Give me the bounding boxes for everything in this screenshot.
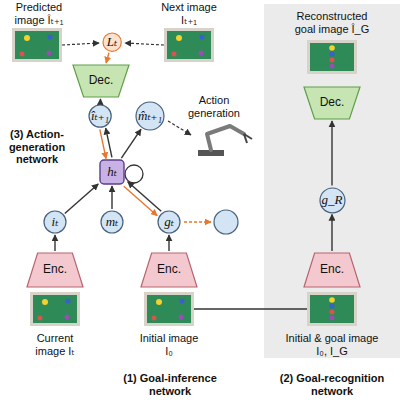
dashed-arrow <box>125 43 164 45</box>
box-outline <box>100 160 124 184</box>
circle-outline <box>44 211 66 233</box>
latent-circle: gₜ <box>157 210 181 234</box>
goal-image <box>307 292 357 326</box>
connector <box>121 129 141 158</box>
robot-link <box>207 126 244 150</box>
image-caption: Next image Iₜ₊₁ <box>152 1 226 26</box>
connector <box>124 186 157 215</box>
robot-gripper <box>244 134 252 139</box>
connector <box>106 128 112 157</box>
dashed-arrow <box>168 121 191 135</box>
connector <box>128 182 161 211</box>
loss-circle: Lₜ <box>102 32 122 52</box>
trapezoid-outline <box>73 65 129 97</box>
latent-circle: mₜ <box>100 210 124 234</box>
connector <box>100 99 102 103</box>
connector <box>106 53 109 63</box>
network-title: (3) Action-generation network <box>2 128 72 166</box>
image-caption: Initial & goal image I₀, I_G <box>282 332 382 357</box>
hidden-state-box: hₜ <box>99 159 125 185</box>
connector <box>111 186 112 209</box>
encoder-block: Enc. <box>140 252 198 288</box>
image-caption: Predicted image Îₜ₊₁ <box>2 1 76 26</box>
trapezoid-outline <box>141 253 197 287</box>
latent-circle <box>214 210 238 234</box>
circle-outline <box>101 211 123 233</box>
dashed-arrow <box>184 221 211 222</box>
next-image <box>164 28 214 62</box>
shared-input-line <box>194 308 307 309</box>
predicted-image <box>12 28 62 62</box>
decoder-block: Dec. <box>72 64 130 98</box>
node-label: gₜ <box>164 215 174 229</box>
node-label: Lₜ <box>107 35 117 49</box>
circle-outline <box>320 188 345 213</box>
node-label: g_R <box>322 193 343 207</box>
node-label: Enc. <box>43 263 67 276</box>
node-label: Dec. <box>320 96 345 109</box>
circle-outline <box>103 33 121 51</box>
connector <box>331 214 332 251</box>
annotation: Action generation <box>178 94 250 119</box>
dashed-arrow <box>62 43 99 45</box>
node-label: îₜ₊₁ <box>91 109 109 123</box>
node-label: Enc. <box>157 263 181 276</box>
latent-circle: îₜ₊₁ <box>88 104 112 128</box>
node-label: m̂ₜ₊₁ <box>138 109 162 123</box>
connector <box>54 235 55 251</box>
connector <box>168 235 169 251</box>
node-label: iₜ <box>52 215 59 229</box>
initial-image <box>144 292 194 326</box>
current-image <box>30 292 80 326</box>
network-title: (2) Goal-recognition network <box>262 372 402 397</box>
node-label: hₜ <box>107 165 117 179</box>
node-label: Enc. <box>320 263 344 276</box>
node-label: Dec. <box>89 74 114 87</box>
recurrence-loop <box>125 165 143 183</box>
decoder-block: Dec. <box>303 86 361 120</box>
trapezoid-outline <box>304 253 360 287</box>
latent-circle: m̂ₜ₊₁ <box>135 101 165 131</box>
network-title: (1) Goal-inference network <box>112 372 228 397</box>
latent-circle: iₜ <box>43 210 67 234</box>
latent-circle: g_R <box>319 187 346 214</box>
encoder-block: Enc. <box>26 252 84 288</box>
trapezoid-outline <box>27 253 83 287</box>
circle-outline <box>136 102 164 130</box>
encoder-block: Enc. <box>303 252 361 288</box>
connector <box>331 121 332 186</box>
trapezoid-outline <box>304 87 360 119</box>
node-label: mₜ <box>106 215 119 229</box>
robot-arm <box>198 126 252 156</box>
circle-outline <box>89 105 111 127</box>
circle-outline <box>158 211 180 233</box>
reconstructed-image <box>307 40 357 74</box>
panel-heading: Reconstructed goal image Î_G <box>286 10 378 35</box>
connector <box>65 184 98 213</box>
connector <box>100 129 106 158</box>
image-caption: Current image Iₜ <box>25 332 85 357</box>
image-caption: Initial image I₀ <box>139 332 199 357</box>
